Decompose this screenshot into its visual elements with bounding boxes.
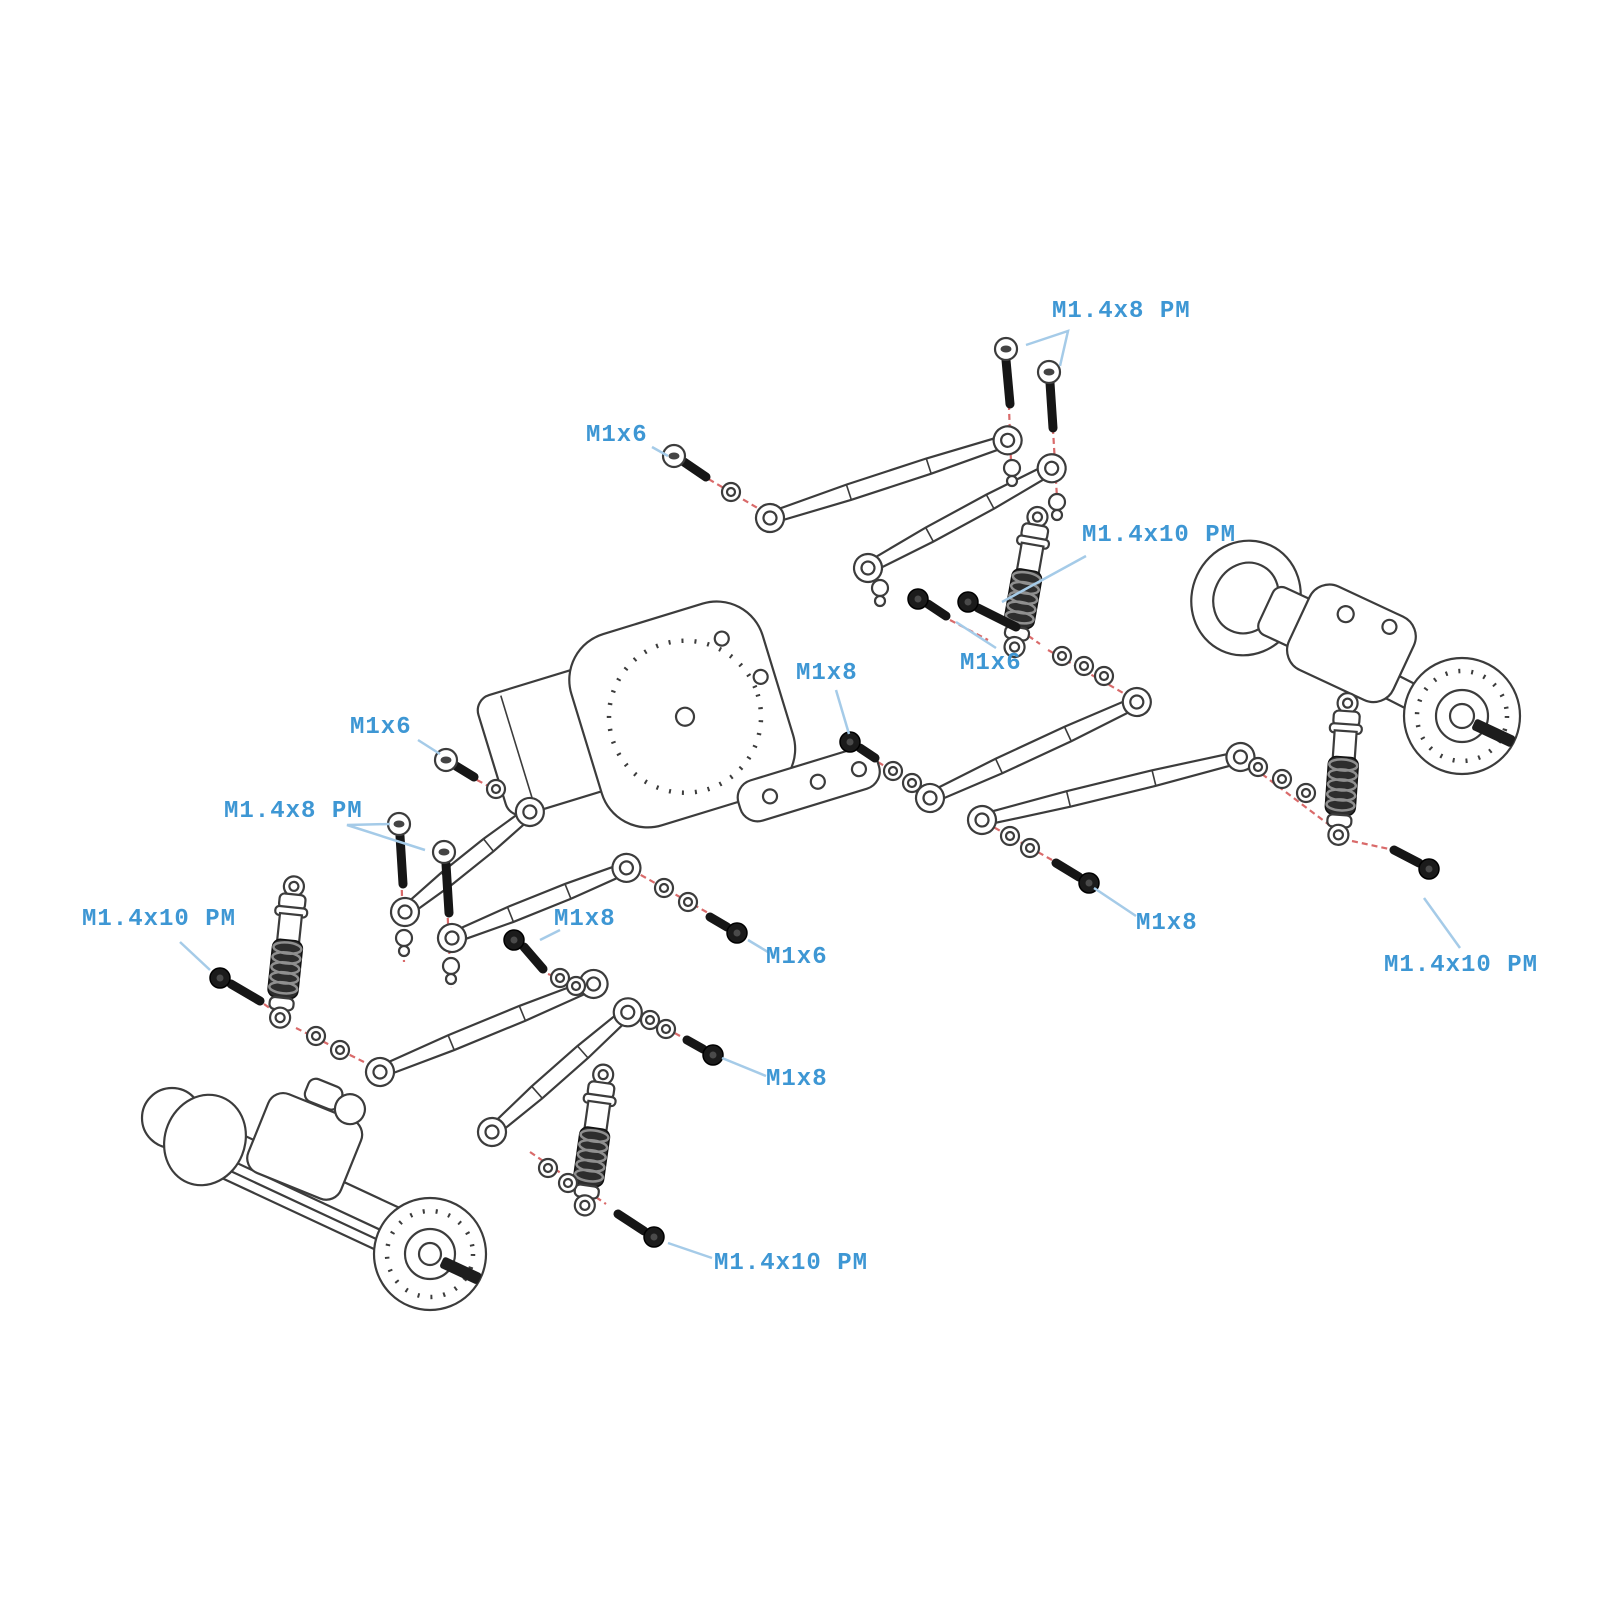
assembly-line (1351, 839, 1390, 851)
screw (433, 747, 479, 782)
part-label: M1x6 (586, 422, 648, 449)
screw (431, 839, 457, 918)
suspension-link (389, 796, 545, 928)
part-label: M1x6 (350, 714, 412, 741)
part-label: M1x8 (766, 1066, 828, 1093)
screw (1036, 359, 1062, 433)
assembly-line (1245, 761, 1337, 831)
part-label: M1x6 (960, 650, 1022, 677)
leader-line (1422, 897, 1462, 949)
screw (613, 1209, 665, 1248)
leader-line (667, 1241, 713, 1260)
screw (386, 811, 412, 889)
assembly-line (699, 473, 767, 514)
screw (1389, 845, 1440, 880)
screw (661, 443, 711, 482)
leader-line (1025, 329, 1070, 367)
screw (957, 591, 1021, 632)
screw (1051, 858, 1100, 894)
screw (907, 588, 951, 621)
part-label: M1.4x10 PM (1384, 952, 1539, 979)
suspension-link (436, 852, 642, 954)
part-label: M1x8 (554, 906, 616, 933)
leader-line (1093, 886, 1137, 918)
shock-absorber (261, 873, 313, 1031)
screws (209, 336, 1440, 1248)
suspension-link (966, 741, 1256, 836)
leader-line (747, 938, 769, 954)
leader-line (1001, 554, 1087, 604)
screw (839, 731, 880, 763)
leader-line (834, 689, 851, 735)
part-label: M1.4x8 PM (224, 798, 363, 825)
gearbox (476, 600, 881, 829)
part-label: M1x8 (796, 660, 858, 687)
leader-line (179, 941, 211, 971)
screw (503, 929, 548, 974)
part-label: M1.4x10 PM (82, 906, 237, 933)
front-axle (140, 1077, 488, 1312)
shock-absorber (995, 503, 1057, 661)
part-label: M1.4x10 PM (714, 1250, 869, 1277)
screw (209, 967, 265, 1006)
leader-line (955, 620, 997, 650)
leader-line (651, 445, 669, 458)
part-label: M1x6 (766, 944, 828, 971)
assembly-line (987, 823, 1053, 861)
assembly-line (1047, 649, 1133, 699)
suspension-link (852, 453, 1067, 584)
suspension-link (914, 686, 1152, 814)
leader-line (417, 738, 441, 756)
part-label: M1.4x10 PM (1082, 522, 1237, 549)
part-label: M1x8 (1136, 910, 1198, 937)
shock-absorber (1320, 690, 1366, 848)
screw (993, 336, 1019, 409)
screw (682, 1035, 724, 1066)
suspension-link (476, 997, 643, 1148)
suspension-link (754, 425, 1023, 534)
suspension-link (364, 968, 609, 1088)
leader-line (539, 928, 561, 942)
leader-lines (179, 329, 1462, 1260)
leader-line (721, 1056, 767, 1078)
part-label: M1.4x8 PM (1052, 298, 1191, 325)
rear-axle (1190, 539, 1522, 776)
screw (705, 912, 748, 944)
leader-line (346, 822, 426, 852)
shock-absorber (566, 1061, 622, 1219)
